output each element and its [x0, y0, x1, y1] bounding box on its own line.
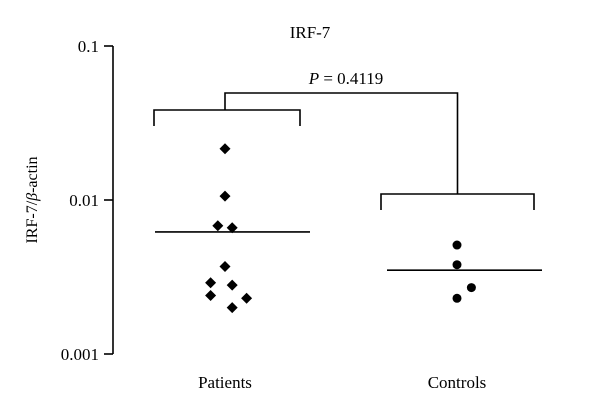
point-0-2 [212, 220, 224, 232]
point-1-3 [452, 293, 462, 303]
data-points [205, 143, 476, 314]
y-ticks: 0.1 0.01 0.001 [61, 37, 113, 364]
x-tick-label-0: Patients [198, 373, 252, 392]
y-tick-label-2: 0.001 [61, 345, 99, 364]
point-0-4 [219, 260, 231, 272]
y-tick-label-0: 0.1 [78, 37, 99, 56]
p-value-text: = 0.4119 [319, 69, 383, 88]
point-0-0 [219, 143, 231, 155]
point-0-8 [241, 292, 253, 304]
comparison-brackets [153, 92, 535, 210]
point-0-5 [205, 277, 217, 289]
point-0-7 [205, 289, 217, 301]
point-1-0 [452, 240, 462, 250]
p-value-symbol: P [308, 69, 319, 88]
point-0-6 [226, 279, 238, 291]
chart-title: IRF-7 [290, 23, 331, 42]
y-axis-label-prefix: IRF-7/ [24, 200, 41, 243]
group-bracket-1 [380, 193, 535, 210]
y-axis-label-italic: β [24, 193, 41, 202]
y-axis-label: IRF-7/β-actin [24, 156, 41, 243]
median-lines [155, 231, 542, 272]
point-0-1 [219, 190, 231, 202]
x-tick-label-1: Controls [428, 373, 487, 392]
point-0-3 [226, 222, 238, 234]
point-1-2 [466, 283, 476, 293]
x-tick-labels: Patients Controls [198, 373, 486, 392]
y-axis-label-suffix: -actin [24, 156, 41, 192]
p-value-label: P = 0.4119 [308, 69, 384, 88]
point-0-9 [226, 302, 238, 314]
comparison-bracket [224, 92, 459, 194]
group-bracket-0 [153, 109, 301, 126]
y-tick-label-1: 0.01 [69, 191, 99, 210]
point-1-1 [452, 260, 462, 270]
